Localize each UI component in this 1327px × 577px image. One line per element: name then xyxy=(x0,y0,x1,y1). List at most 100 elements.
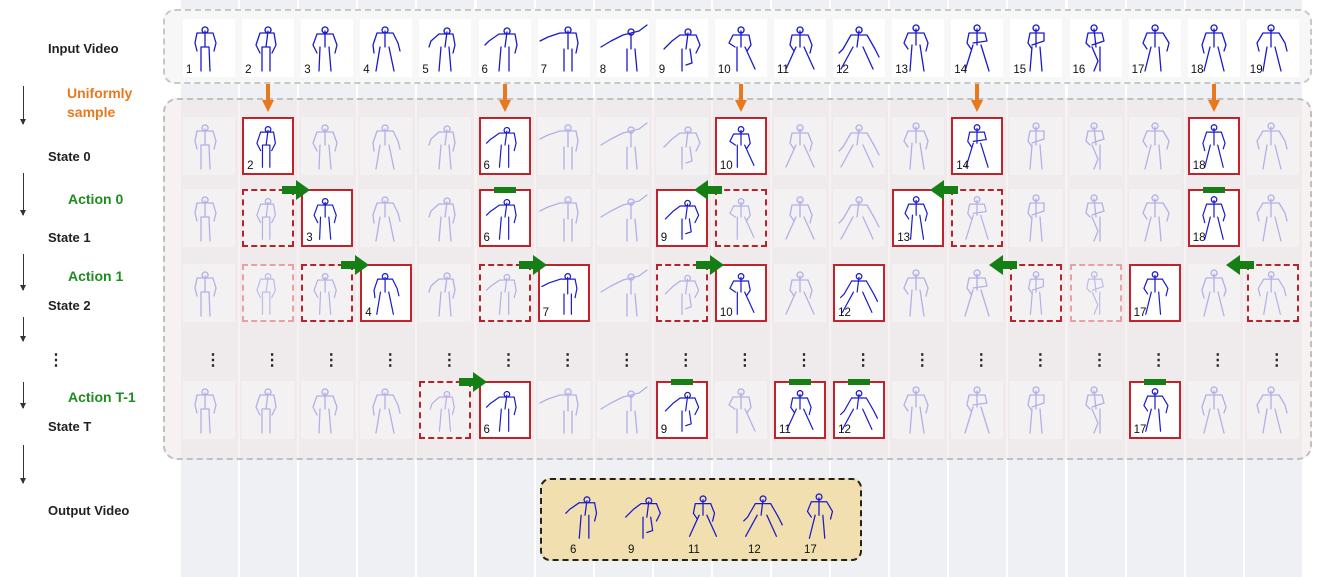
skeleton-pose-icon xyxy=(1028,271,1045,315)
move-right-arrow-icon xyxy=(695,255,724,275)
skeleton-pose-icon xyxy=(625,497,661,539)
selected-frame: 12 xyxy=(833,264,886,322)
input-frame: 9 xyxy=(655,19,708,77)
older-position-frame xyxy=(1069,264,1122,322)
label-ellipsis: ⋮ xyxy=(48,352,64,369)
unselected-frame xyxy=(1187,381,1240,439)
unselected-frame xyxy=(1069,381,1122,439)
input-frame: 16 xyxy=(1069,19,1122,77)
skeleton-pose-icon xyxy=(255,26,277,72)
frame-number: 5 xyxy=(422,64,429,76)
frame-number: 17 xyxy=(1131,64,1145,76)
input-frame: 3 xyxy=(301,19,354,77)
skeleton-pose-icon xyxy=(256,273,277,315)
skeleton-pose-icon xyxy=(428,197,457,242)
skeleton-pose-icon xyxy=(485,198,517,240)
unselected-frame xyxy=(892,381,945,439)
skeleton-pose-icon xyxy=(1027,24,1046,72)
input-frame: 8 xyxy=(596,19,649,77)
flow-arrow-1 xyxy=(20,173,26,216)
skeleton-pose-icon xyxy=(194,26,217,72)
selected-frame: 10 xyxy=(714,264,767,322)
skeleton-pose-icon xyxy=(904,196,929,240)
frame-number: 1 xyxy=(186,64,193,76)
stay-marker-icon xyxy=(789,379,811,385)
skeleton-pose-icon xyxy=(1027,386,1046,434)
unselected-frame xyxy=(596,117,649,175)
skeleton-pose-icon xyxy=(194,271,217,317)
stay-marker-icon xyxy=(1143,379,1166,385)
frame-number: 2 xyxy=(247,160,254,172)
skeleton-pose-icon xyxy=(485,126,517,168)
selected-frame: 3 xyxy=(301,189,354,247)
frame-number: 12 xyxy=(838,307,851,319)
skeleton-pose-icon xyxy=(664,199,700,240)
output-frame: 12 xyxy=(738,482,788,558)
skeleton-pose-icon xyxy=(786,390,814,430)
skeleton-pose-icon xyxy=(1256,386,1288,434)
skeleton-pose-icon xyxy=(1085,271,1104,315)
unselected-frame xyxy=(1246,117,1299,175)
output-frame-number: 6 xyxy=(570,544,577,556)
skeleton-pose-icon xyxy=(663,126,701,170)
frame-number: 18 xyxy=(1192,160,1206,172)
frame-number: 10 xyxy=(719,307,733,319)
frame-number: 4 xyxy=(365,307,372,319)
skeleton-pose-icon xyxy=(1141,122,1170,170)
skeleton-pose-icon xyxy=(1257,271,1287,315)
input-frame: 10 xyxy=(714,19,767,77)
frame-number: 6 xyxy=(481,64,488,76)
unselected-frame xyxy=(183,264,235,322)
skeleton-pose-icon xyxy=(600,194,648,242)
skeleton-pose-icon xyxy=(538,26,579,72)
skeleton-pose-icon xyxy=(838,196,880,240)
input-frame: 15 xyxy=(1010,19,1063,77)
label-state-0: State 0 xyxy=(48,149,91,164)
skeleton-pose-icon xyxy=(313,198,338,240)
frame-number: 6 xyxy=(483,232,490,244)
frame-number: 17 xyxy=(1133,307,1147,319)
frame-number: 7 xyxy=(540,64,547,76)
frame-number: 14 xyxy=(956,160,970,172)
skeleton-pose-icon xyxy=(483,27,518,72)
ellipsis-marker: ⋮ xyxy=(973,352,990,369)
previous-position-frame xyxy=(242,189,295,247)
selected-frame: 14 xyxy=(951,117,1004,175)
selected-frame: 7 xyxy=(537,264,590,322)
unselected-frame xyxy=(1246,189,1299,247)
unselected-frame xyxy=(360,189,413,247)
frame-number: 3 xyxy=(306,232,313,244)
skeleton-pose-icon xyxy=(600,269,648,317)
unselected-frame xyxy=(774,264,826,322)
ellipsis-marker: ⋮ xyxy=(500,352,517,369)
skeleton-pose-icon xyxy=(728,388,756,434)
flow-arrow-3 xyxy=(20,317,26,342)
skeleton-pose-icon xyxy=(840,390,879,430)
unselected-frame xyxy=(655,117,708,175)
input-frame: 6 xyxy=(478,19,531,77)
selected-frame: 18 xyxy=(1187,189,1240,247)
unselected-frame xyxy=(537,189,590,247)
frame-number: 13 xyxy=(897,232,910,244)
output-frame: 11 xyxy=(678,482,728,558)
skeleton-pose-icon xyxy=(194,388,217,434)
skeleton-pose-icon xyxy=(540,273,578,315)
selected-frame: 10 xyxy=(714,117,767,175)
previous-position-frame xyxy=(1010,264,1063,322)
skeleton-pose-icon xyxy=(840,273,879,313)
skeleton-pose-icon xyxy=(600,386,648,434)
skeleton-pose-icon xyxy=(428,272,457,317)
frame-number: 16 xyxy=(1072,64,1086,76)
skeleton-pose-icon xyxy=(600,122,648,170)
unselected-frame xyxy=(1069,117,1122,175)
skeleton-pose-icon xyxy=(663,28,701,72)
unselected-frame xyxy=(301,381,354,439)
stay-marker-icon xyxy=(848,379,871,385)
skeleton-pose-icon xyxy=(1202,196,1226,240)
frame-number: 2 xyxy=(245,64,252,76)
selected-frame: 2 xyxy=(242,117,295,175)
input-frame: 12 xyxy=(833,19,886,77)
skeleton-pose-icon xyxy=(1201,24,1227,72)
skeleton-pose-icon xyxy=(1027,122,1046,170)
skeleton-pose-icon xyxy=(600,24,648,72)
